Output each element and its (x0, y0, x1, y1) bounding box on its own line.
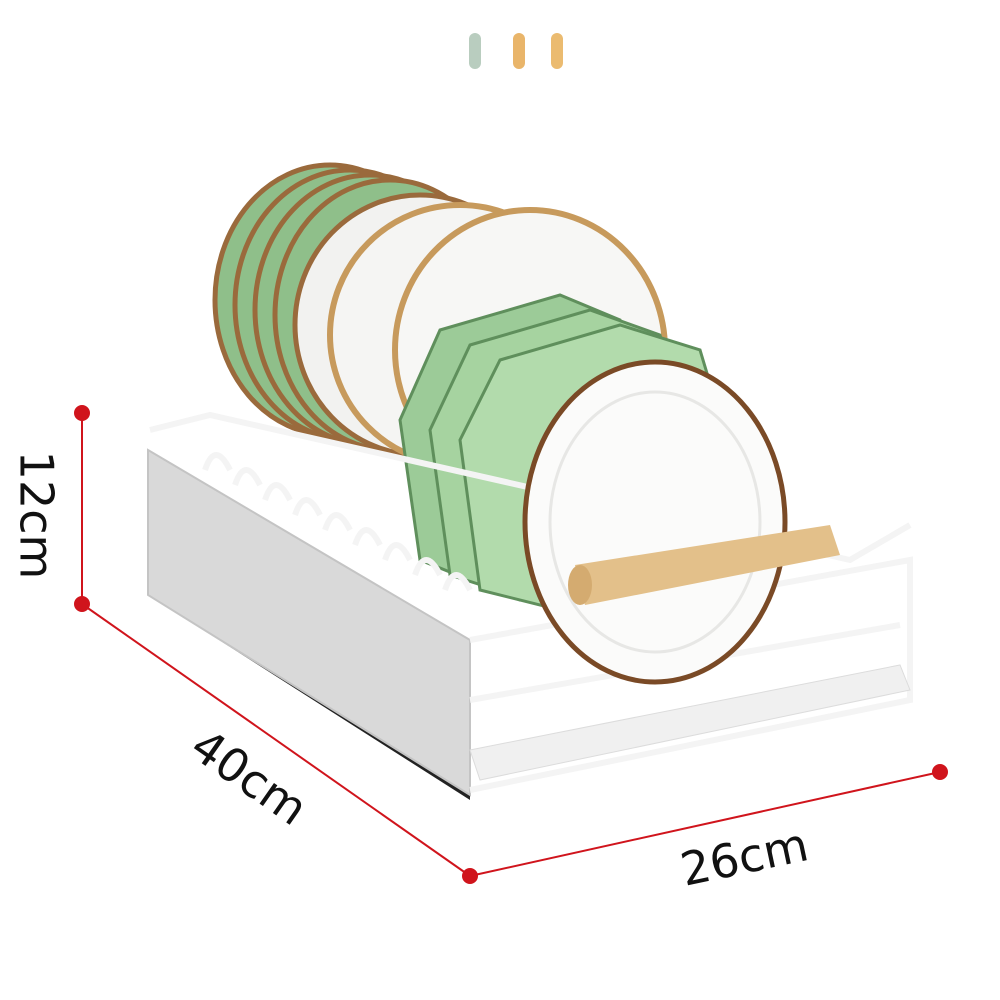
wood-handle (568, 525, 840, 605)
rack-side-panel (147, 448, 471, 797)
swatch-sage (469, 33, 481, 69)
drip-tray (469, 664, 911, 781)
dimension-endpoint (932, 764, 948, 780)
height-label: 12cm (9, 450, 64, 580)
color-swatches (469, 33, 563, 69)
depth-dimension-line (81, 603, 471, 877)
dimension-endpoint (462, 868, 478, 884)
dimension-endpoint (74, 405, 90, 421)
dimension-endpoint (74, 596, 90, 612)
width-dimension-line (469, 771, 941, 877)
white-fluted-plate (522, 359, 788, 685)
swatch-amber (513, 33, 525, 69)
dimension-lines (74, 405, 948, 884)
swatch-amber-light (551, 33, 563, 69)
